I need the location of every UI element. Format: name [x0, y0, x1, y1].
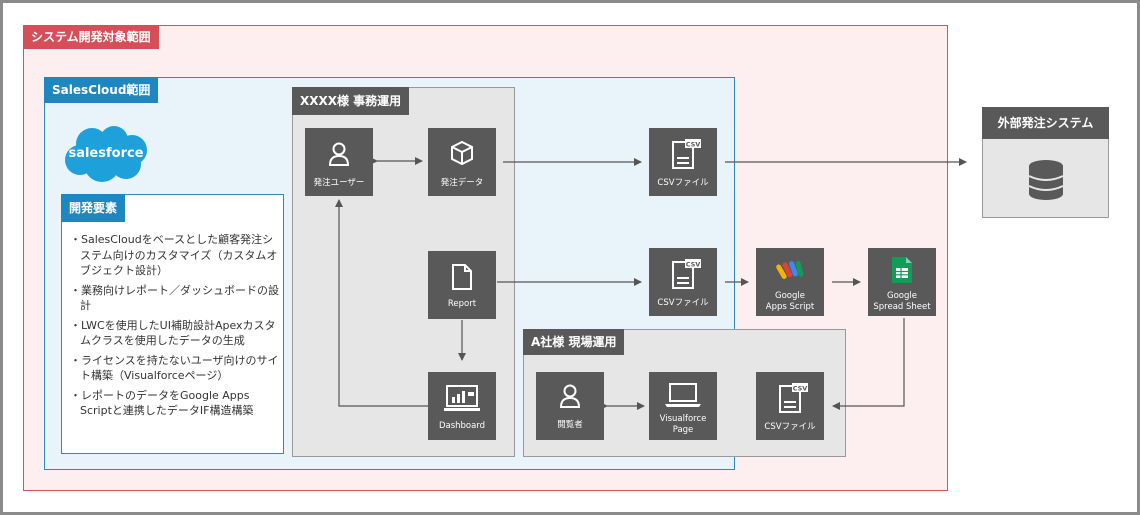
google-apps-script-node: Google Apps Script: [756, 248, 824, 316]
csv-file-label: CSVファイル: [657, 298, 709, 308]
report-node: Report: [428, 251, 496, 319]
apps-script-label-line2: Apps Script: [765, 302, 815, 312]
document-icon: [452, 264, 472, 290]
csv-file-node: CSV CSVファイル: [649, 128, 717, 196]
dashboard-node: Dashboard: [428, 372, 496, 440]
dashboard-label: Dashboard: [438, 421, 486, 431]
csv-badge: CSV: [686, 261, 701, 269]
requirements-panel: [61, 194, 284, 454]
apps-script-label-line1: Google: [775, 291, 805, 301]
csv-file-label: CSVファイル: [764, 422, 816, 432]
spreadsheet-label-line2: Spread Sheet: [873, 302, 931, 312]
requirements-title: 開発要素: [61, 194, 126, 222]
system-scope-title: システム開発対象範囲: [23, 25, 159, 49]
requirement-item: ・LWCを使用したUI補助設計Apexカスタムクラスを使用したデータの生成: [70, 318, 276, 348]
spreadsheet-label-line1: Google: [887, 291, 917, 301]
cube-icon: [451, 140, 473, 166]
monitor-chart-icon: [444, 385, 480, 411]
order-user-node: 発注ユーザー: [305, 128, 373, 196]
visualforce-label-line2: Page: [672, 425, 694, 435]
laptop-icon: [665, 383, 701, 407]
database-icon: [1028, 160, 1064, 200]
requirement-item: ・SalesCloudをベースとした顧客発注システム向けのカスタマイズ（カスタム…: [70, 233, 278, 277]
salescloud-scope-title: SalesCloud範囲: [44, 77, 159, 103]
apps-script-icon: [776, 261, 804, 280]
requirement-item: ・ライセンスを持たないユーザ向けのサイト構築（Visualforceページ）: [70, 353, 279, 383]
csv-badge: CSV: [793, 385, 808, 393]
requirement-item: ・レポートのデータをGoogle Apps Scriptと連携したデータIF構造…: [70, 388, 254, 418]
visualforce-page-node: Visualforce Page: [649, 372, 717, 440]
user-icon: [559, 384, 581, 408]
viewer-label: 閲覧者: [557, 420, 583, 430]
requirement-item: ・業務向けレポート／ダッシュボードの設計: [70, 283, 279, 313]
external-system-title: 外部発注システム: [982, 107, 1109, 139]
salesforce-logo: salesforce: [62, 124, 150, 186]
csv-file-icon: CSV: [672, 259, 701, 289]
csv-file-node: CSV CSVファイル: [756, 372, 824, 440]
requirements-list: ・SalesCloudをベースとした顧客発注システム向けのカスタマイズ（カスタム…: [70, 232, 280, 423]
report-label: Report: [447, 299, 477, 309]
user-icon: [328, 142, 350, 166]
csv-file-icon: CSV: [779, 383, 808, 413]
site-ops-title: A社様 現場運用: [523, 329, 625, 355]
csv-file-icon: CSV: [672, 139, 701, 169]
order-data-label: 発注データ: [440, 178, 484, 188]
order-user-label: 発注ユーザー: [313, 178, 365, 188]
order-data-node: 発注データ: [428, 128, 496, 196]
spreadsheet-icon: [892, 257, 912, 283]
csv-file-node: CSV CSVファイル: [649, 248, 717, 316]
office-ops-title: XXXX様 事務運用: [292, 87, 410, 115]
csv-file-label: CSVファイル: [657, 178, 709, 188]
viewer-node: 閲覧者: [536, 372, 604, 440]
google-spreadsheet-node: Google Spread Sheet: [868, 248, 936, 316]
salesforce-logo-text: salesforce: [68, 146, 144, 161]
visualforce-label-line1: Visualforce: [659, 414, 707, 424]
csv-badge: CSV: [686, 141, 701, 149]
